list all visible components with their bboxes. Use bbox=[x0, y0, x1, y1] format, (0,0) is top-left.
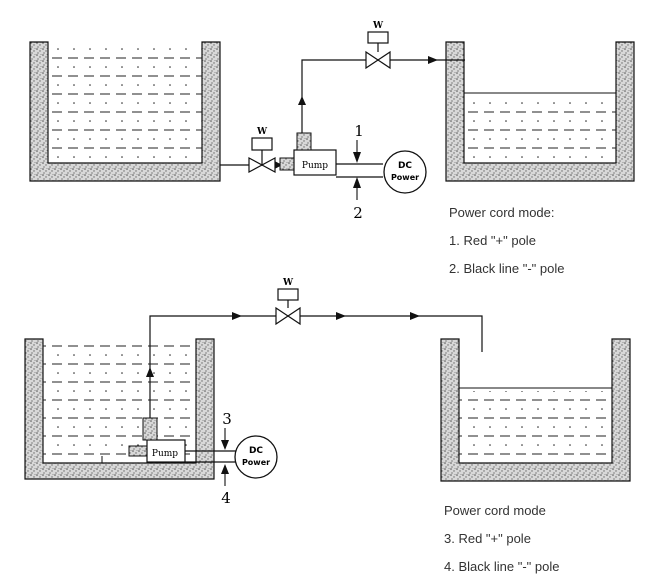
bottom-marker-4: 4 bbox=[221, 489, 231, 507]
bottom-valve bbox=[275, 288, 301, 326]
bottom-right-water bbox=[459, 391, 612, 463]
bottom-right-tank bbox=[440, 338, 631, 482]
top-outlet-pipe bbox=[298, 56, 465, 133]
top-left-tank bbox=[29, 41, 221, 182]
bottom-dc-power-line1: DC bbox=[249, 446, 263, 456]
top-dc-power bbox=[383, 150, 427, 194]
top-left-valve-label: W bbox=[256, 127, 268, 137]
bottom-outlet-pipe bbox=[146, 312, 483, 418]
top-dc-power-line1: DC bbox=[398, 161, 412, 171]
top-top-valve-label: W bbox=[372, 21, 384, 31]
top-notes-line2: 2. Black line "-" pole bbox=[449, 261, 565, 276]
top-marker-arrows bbox=[353, 140, 361, 200]
bottom-power-cord bbox=[185, 450, 236, 463]
bottom-pump-label: Pump bbox=[152, 449, 178, 459]
top-notes-heading: Power cord mode: bbox=[449, 205, 555, 220]
top-power-cord bbox=[336, 163, 383, 178]
top-left-water bbox=[48, 45, 202, 163]
bottom-dc-power-line2: Power bbox=[242, 458, 270, 467]
top-right-tank bbox=[445, 41, 635, 182]
top-pump-label: Pump bbox=[302, 161, 328, 171]
bottom-valve-label: W bbox=[282, 278, 294, 288]
top-left-valve bbox=[248, 137, 276, 174]
bottom-dc-power bbox=[234, 435, 278, 479]
top-marker-2: 2 bbox=[353, 204, 363, 222]
top-dc-power-line2: Power bbox=[391, 173, 419, 182]
top-marker-1: 1 bbox=[354, 122, 364, 140]
bottom-marker-arrows bbox=[221, 428, 229, 486]
top-notes-line1: 1. Red "+" pole bbox=[449, 233, 536, 248]
top-right-water bbox=[464, 96, 616, 163]
bottom-notes-line2: 4. Black line "-" pole bbox=[444, 559, 560, 574]
bottom-notes-heading: Power cord mode bbox=[444, 503, 546, 518]
top-pump bbox=[279, 132, 337, 176]
bottom-marker-3: 3 bbox=[222, 410, 232, 428]
top-top-valve bbox=[365, 31, 391, 70]
bottom-left-tank bbox=[24, 338, 215, 480]
bottom-notes-line1: 3. Red "+" pole bbox=[444, 531, 531, 546]
